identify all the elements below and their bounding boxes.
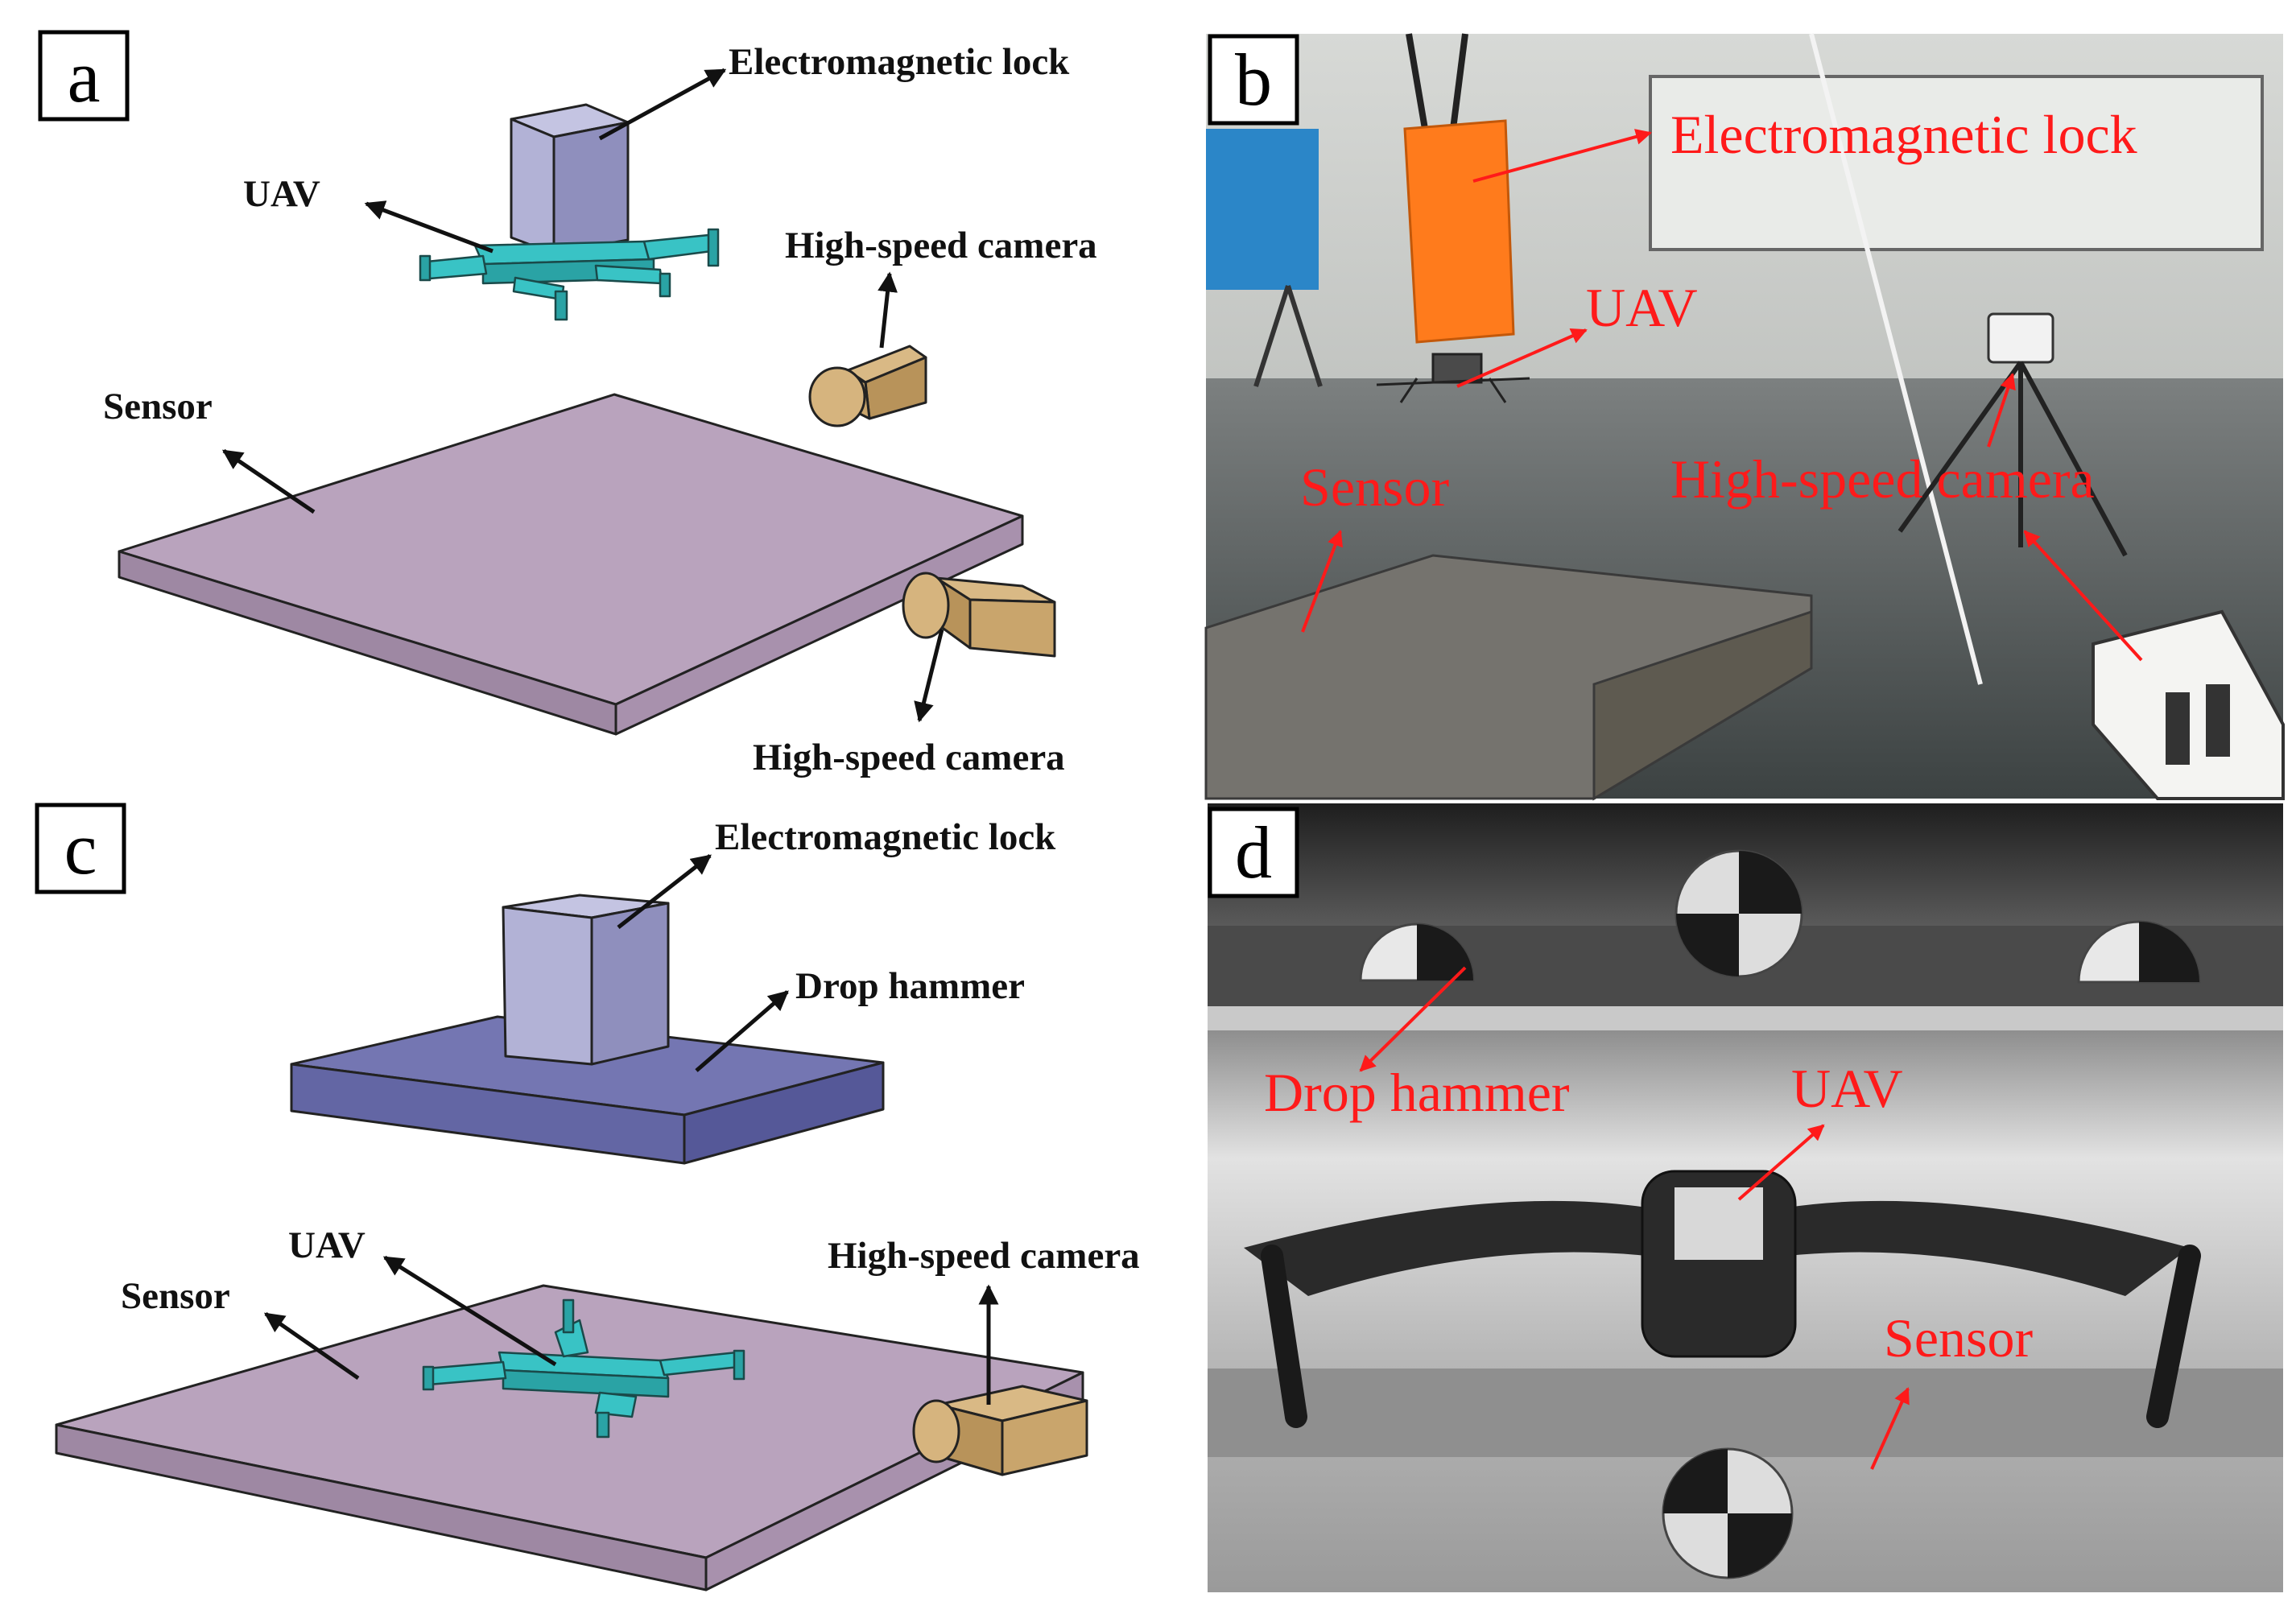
photo-tripod-left-b <box>1253 285 1323 387</box>
photo-targets-top-d <box>1359 849 2201 984</box>
label-sensor-d: Sensor <box>1884 1307 2033 1368</box>
label-drop-hammer-c: Drop hammer <box>795 965 1025 1007</box>
photo-uav-d <box>1244 1170 2201 1428</box>
panel-letter-b: b <box>1235 39 1272 121</box>
arrow-drop-hammer-c <box>695 990 789 1072</box>
panel-d: d Drop hammer UAV Sensor <box>1208 803 2283 1592</box>
arrow-camera-bottom-a <box>914 629 944 723</box>
arrow-sensor-c <box>263 1311 360 1381</box>
arrow-uav-d <box>1737 1124 1825 1201</box>
label-electromagnetic-lock-b: Electromagnetic lock <box>1670 104 2137 165</box>
panel-letter-a: a <box>68 35 101 118</box>
label-electromagnetic-lock-c: Electromagnetic lock <box>715 816 1056 858</box>
arrow-uav-c <box>382 1255 557 1367</box>
arrow-sensor-d <box>1870 1387 1910 1470</box>
arrow-lock-a <box>598 68 727 141</box>
arrow-camera-large-b <box>2023 530 2143 662</box>
panel-b: b Electromagnetic lock UAV Sensor High-s… <box>1204 33 2285 801</box>
panel-letter-box-c <box>35 803 126 894</box>
label-uav-b: UAV <box>1586 277 1698 338</box>
uav-cad-c <box>422 1298 745 1439</box>
arrow-uav-b <box>1456 328 1588 388</box>
panel-letter-d: d <box>1235 811 1272 894</box>
label-sensor-c: Sensor <box>121 1275 230 1317</box>
panel-letter-box-a <box>38 30 130 122</box>
label-high-speed-camera-b: High-speed camera <box>1670 448 2095 510</box>
electromagnetic-lock-c <box>502 894 670 1066</box>
photo-blue-panel-b <box>1206 129 1319 290</box>
photo-whiteboard-b <box>1649 75 2264 251</box>
panel-letter-c: c <box>64 807 97 890</box>
photo-cable-b <box>1809 33 1983 685</box>
arrows-c <box>263 854 999 1405</box>
electromagnetic-lock-a <box>510 103 630 255</box>
arrow-sensor-a <box>221 448 316 514</box>
label-high-speed-camera-bottom-a: High-speed camera <box>753 737 1065 778</box>
photo-sensor-b <box>1204 554 1813 801</box>
photo-hammer-edge-d <box>1208 1006 2283 1030</box>
drop-hammer-c <box>290 1015 885 1165</box>
high-speed-camera-c <box>912 1385 1088 1476</box>
photo-electromagnetic-lock-b <box>1403 119 1515 344</box>
label-electromagnetic-lock-a: Electromagnetic lock <box>729 41 1070 83</box>
panel-letter-box-b <box>1208 34 1299 126</box>
label-drop-hammer-d: Drop hammer <box>1264 1062 1570 1123</box>
label-uav-a: UAV <box>243 173 320 215</box>
sensor-plate-a <box>118 393 1024 736</box>
arrow-lock-c <box>617 854 712 929</box>
arrow-lock-b <box>1472 129 1652 183</box>
arrows-d <box>1359 966 1910 1470</box>
label-high-speed-camera-c: High-speed camera <box>828 1235 1140 1277</box>
arrow-sensor-b <box>1301 530 1344 633</box>
panel-c: c <box>35 803 1140 1591</box>
photo-target-bottom-d <box>1662 1447 1794 1579</box>
arrows-a <box>221 68 944 723</box>
uav-cad-a <box>419 228 720 321</box>
high-speed-camera-top-a <box>808 345 927 427</box>
arrow-camera-top-a <box>878 271 898 349</box>
label-uav-d: UAV <box>1791 1058 1903 1119</box>
label-sensor-b: Sensor <box>1300 456 1449 518</box>
panel-letter-box-d <box>1208 807 1299 898</box>
arrow-drop-hammer-d <box>1359 966 1467 1072</box>
photo-sensor-plate-d <box>1208 1368 2283 1457</box>
arrows-b <box>1301 129 2143 662</box>
high-speed-camera-bottom-a <box>902 572 1056 658</box>
label-sensor-a: Sensor <box>103 386 213 427</box>
arrow-uav-a <box>364 200 493 254</box>
label-uav-c: UAV <box>288 1224 365 1266</box>
panel-a: a <box>38 30 1097 778</box>
arrow-camera-tripod-b <box>1987 373 2016 448</box>
label-high-speed-camera-top-a: High-speed camera <box>785 225 1097 266</box>
